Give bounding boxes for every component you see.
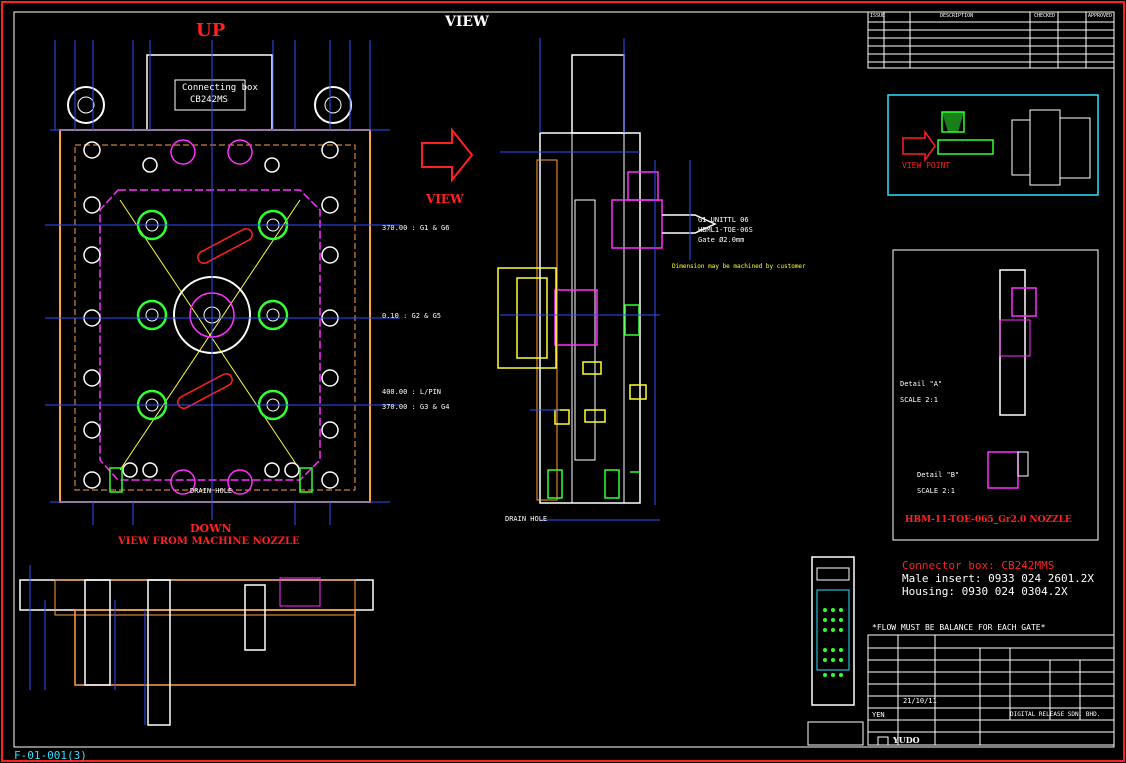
view-from-nozzle: VIEW FROM MACHINE NOZZLE [118,536,300,547]
detail-b-label: Detail "B" [917,471,960,479]
detail-a-label: Detail "A" [900,380,943,388]
up-label: UP [196,20,226,41]
sheet-id: F-01-001(3) [14,749,87,762]
detail-a-scale: SCALE 2:1 [900,396,938,404]
company-name: YUDO [893,735,920,745]
view-point-box [887,94,1099,196]
gate-note-3: Gate Ø2.0mm [698,236,745,244]
clamp-plate [59,129,371,503]
cl-g1g6: 370.00 : G1 & G6 [382,224,450,232]
connector-box-code: CB242MS [190,95,228,105]
view-arrow-label: VIEW [426,192,464,206]
section-view [19,565,374,726]
machined-note: Dimension may be machined by customer [672,263,806,270]
inner-frame [13,11,1115,748]
gate-note: G1 UNITTL 06 [698,216,749,224]
nozzle-detail-box [892,249,1099,541]
release-text: DIGITAL RELEASE SDN. BHD. [1010,711,1101,718]
gate-note-2: HBML1-TOE-06S [698,226,753,234]
title-table-row-2: DESCRIPTION [940,13,974,19]
connector-box-label: Connecting box [182,83,258,93]
title-table-row-4: APPROVED [1088,13,1113,19]
connector-detail [811,556,855,706]
revision-table [867,11,1115,69]
housing: Housing: 0930 024 0304.2X [902,585,1068,598]
cl-g3g4: 370.00 : G3 & G4 [382,403,450,411]
title-table-row-3: CHECKED [1034,13,1056,19]
drain-hole-side: DRAIN HOLE [505,515,548,523]
down-label: DOWN [190,522,232,535]
company-logo-icon [877,736,889,746]
male-insert: Male insert: 0933 024 2601.2X [902,572,1095,585]
drain-hole-front: DRAIN HOLE [190,487,233,495]
nozzle-title: HBM-11-TOE-065_Gr2.0 NOZZLE [905,515,1072,525]
side-view [497,38,717,521]
view-arrow-icon [421,127,474,183]
front-view [45,40,400,525]
cl-g2g5: 0.10 : G2 & G5 [382,312,442,320]
view-point-label: VIEW POINT [902,161,951,170]
title-table-row-1: ISSUE [870,13,886,19]
detail-b-scale: SCALE 2:1 [917,487,955,495]
issue-date: 21/10/11 [903,697,937,705]
connector-info-title: Connector box: CB242MMS [902,559,1055,572]
revision: YEN [872,711,885,719]
flow-note: *FLOW MUST BE BALANCE FOR EACH GATE* [872,623,1046,632]
title-block [807,634,1115,746]
cl-lpin: 400.00 : L/PIN [382,388,442,396]
view-title: VIEW [445,14,489,30]
